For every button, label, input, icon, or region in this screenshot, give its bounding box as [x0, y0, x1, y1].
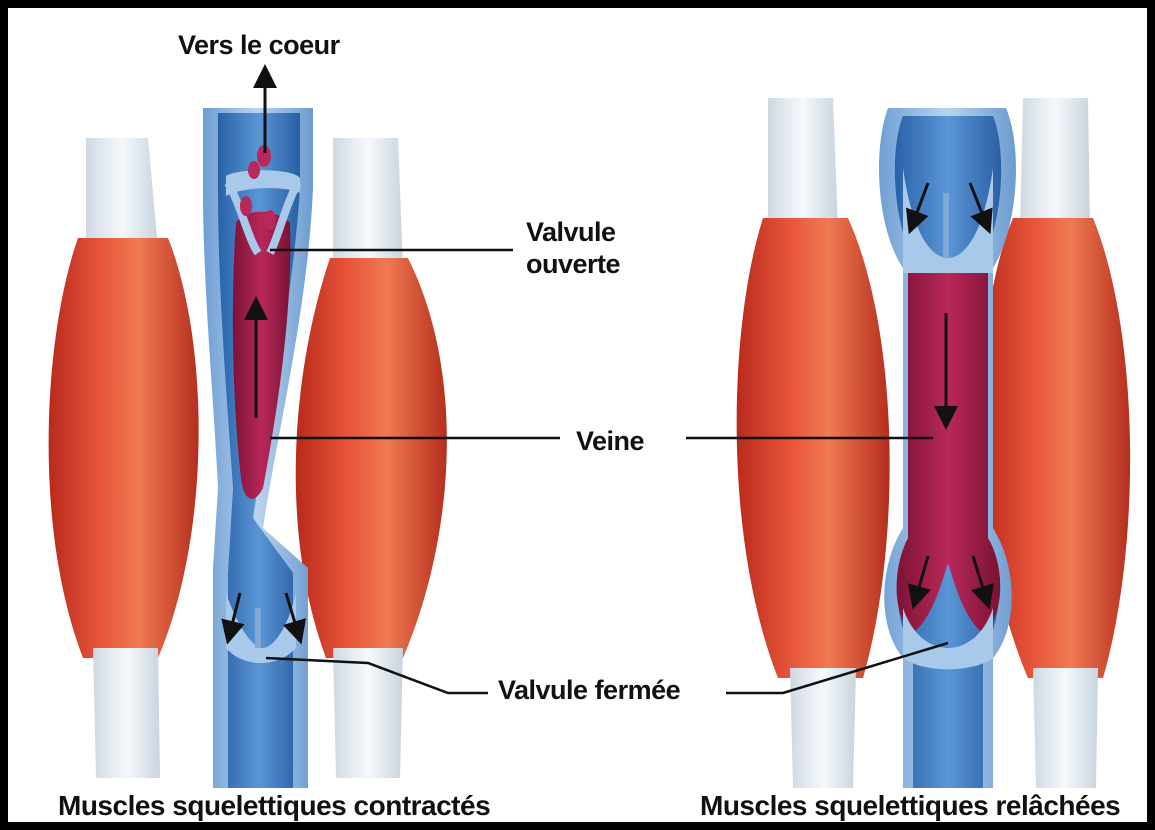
- valve-open-label-line2: ouverte: [526, 248, 620, 280]
- caption-contracted: Muscles squelettiques contractés: [58, 790, 490, 822]
- left-muscle-1: [49, 138, 199, 778]
- vein-label: Veine: [576, 426, 644, 457]
- to-heart-label: Vers le coeur: [178, 30, 340, 61]
- valve-open-label-line1: Valvule: [526, 216, 620, 248]
- diagram-frame: Vers le coeur Valvule ouverte Veine Valv…: [8, 8, 1147, 822]
- valve-open-label: Valvule ouverte: [526, 216, 620, 280]
- valve-closed-label: Valvule fermée: [498, 675, 680, 706]
- caption-relaxed: Muscles squelettiques relâchées: [700, 790, 1120, 822]
- left-muscle-2: [296, 138, 447, 778]
